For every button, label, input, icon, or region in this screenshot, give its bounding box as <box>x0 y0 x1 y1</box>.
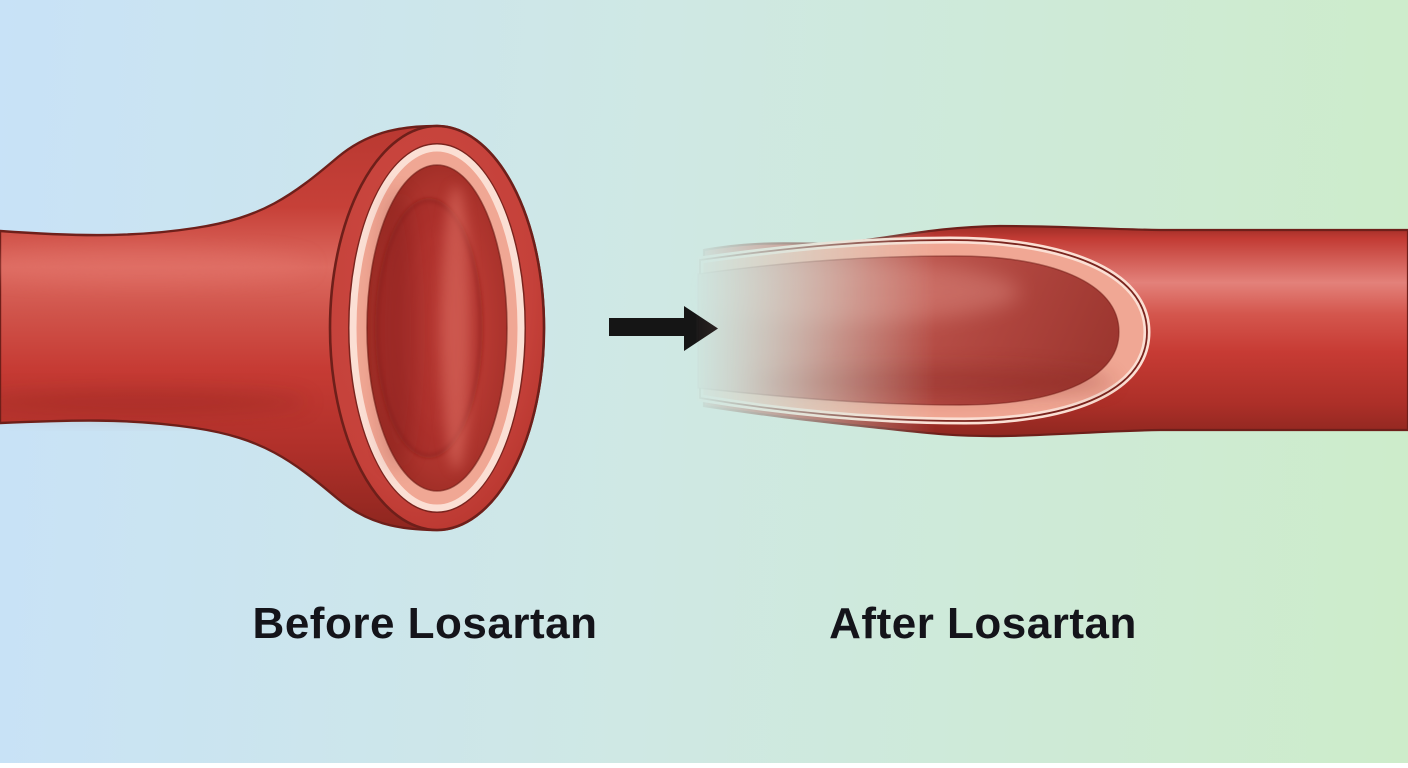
arrow-shape <box>609 306 718 351</box>
tube-shadow <box>0 389 310 415</box>
after-caption: After Losartan <box>829 599 1137 648</box>
lumen-shade <box>378 192 418 468</box>
after-lumen-shade <box>745 366 1115 398</box>
before-vessel-constricted <box>0 124 546 532</box>
lining-pale-band <box>349 144 525 512</box>
arrow-right-icon <box>609 306 718 351</box>
after-vessel-dilated <box>680 224 1408 438</box>
lumen-highlight <box>441 186 471 470</box>
tube-highlight <box>0 251 310 281</box>
bottom-edge-strip <box>0 763 1408 768</box>
after-lining-outline <box>699 239 1148 422</box>
before-caption: Before Losartan <box>252 599 598 648</box>
after-lumen-highlight <box>680 262 1020 322</box>
